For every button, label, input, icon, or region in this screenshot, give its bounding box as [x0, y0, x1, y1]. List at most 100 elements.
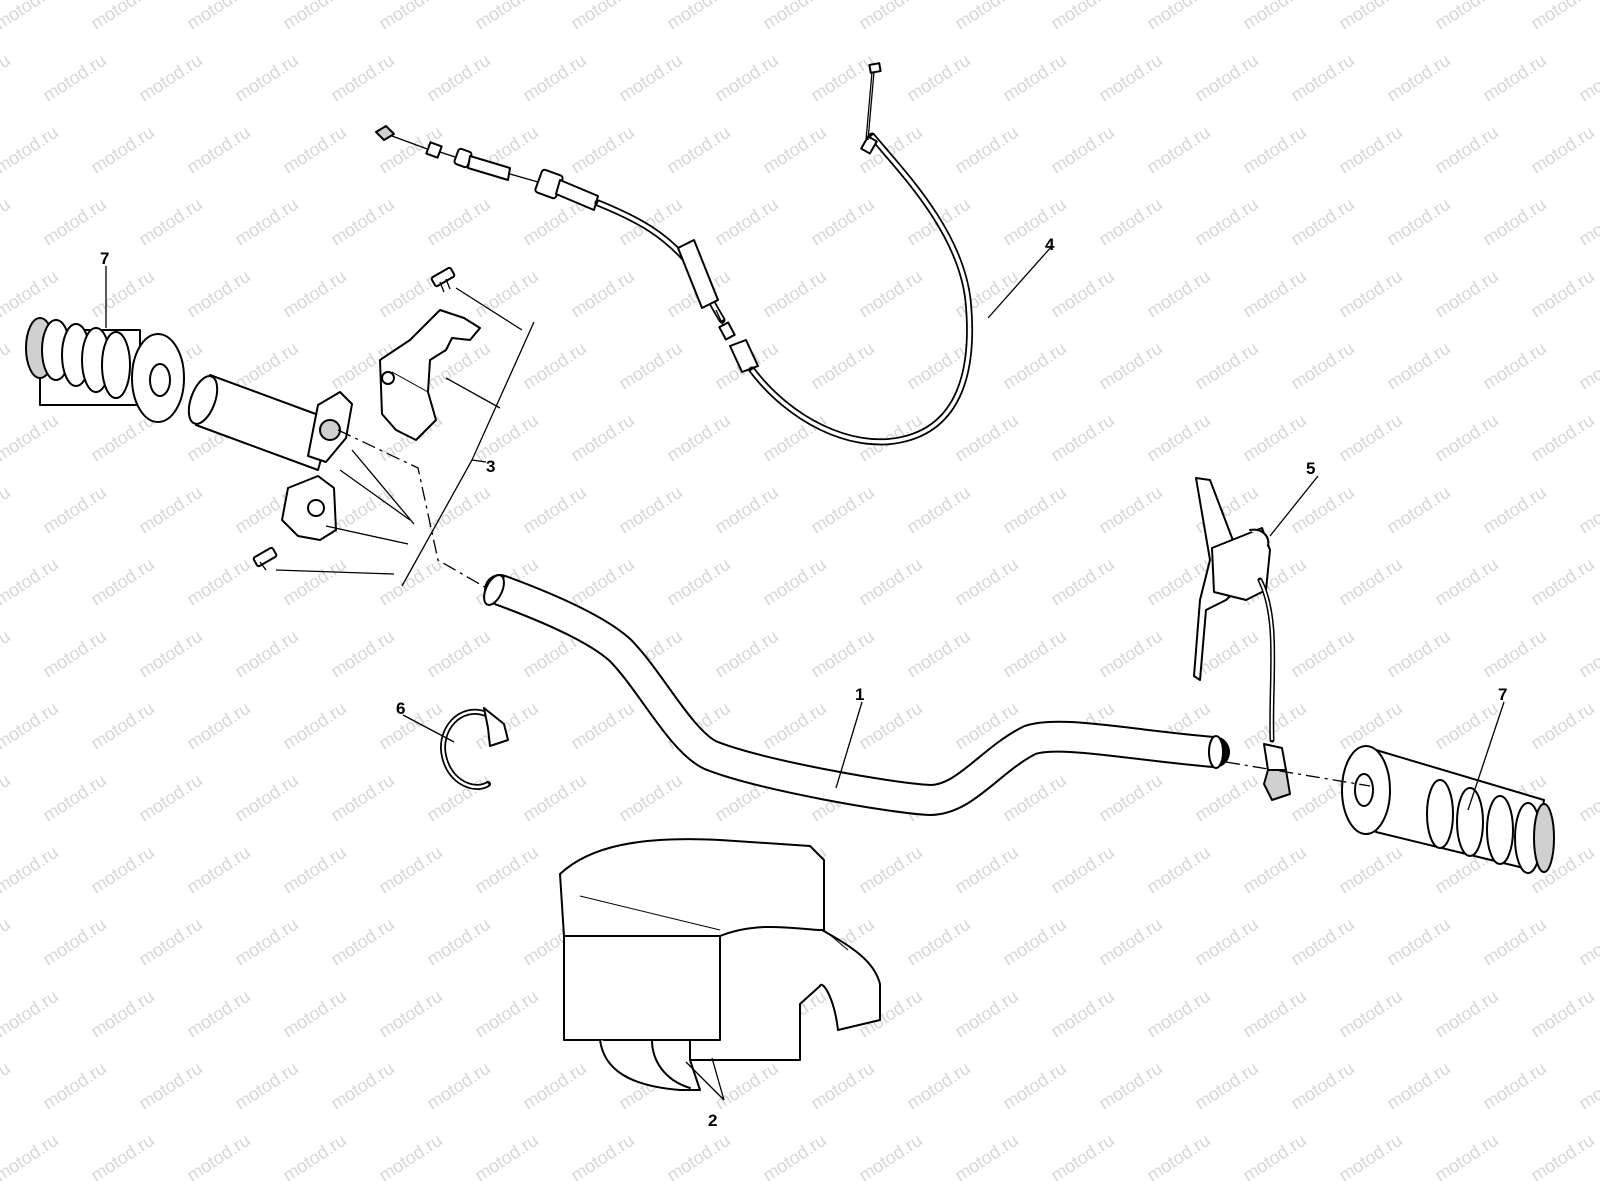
watermark-text: motod.ru — [1239, 986, 1309, 1041]
watermark-text: motod.ru — [807, 1058, 877, 1113]
watermark-text: motod.ru — [279, 698, 349, 753]
watermark-text: motod.ru — [1047, 266, 1117, 321]
watermark-text: motod.ru — [231, 194, 301, 249]
throttle-housing-assembly — [252, 266, 535, 591]
watermark-text: motod.ru — [903, 914, 973, 969]
cable-clip — [440, 707, 509, 790]
watermark-text: motod.ru — [807, 482, 877, 537]
watermark-text: motod.ru — [1431, 986, 1501, 1041]
watermark-text: motod.ru — [279, 122, 349, 177]
watermark-text: motod.ru — [1047, 986, 1117, 1041]
watermark-text: motod.ru — [663, 122, 733, 177]
watermark-text: motod.ru — [999, 338, 1069, 393]
watermark-text: motod.ru — [711, 194, 781, 249]
watermark-text: motod.ru — [231, 1058, 301, 1113]
watermark-text: motod.ru — [1287, 914, 1357, 969]
watermark-text: motod.ru — [759, 266, 829, 321]
watermark-text: motod.ru — [951, 986, 1021, 1041]
watermark-text: motod.ru — [951, 0, 1021, 33]
watermark-text: motod.ru — [1095, 1058, 1165, 1113]
callout-3: 3 — [486, 457, 495, 476]
watermark-text: motod.ru — [0, 1130, 62, 1185]
watermark-text: motod.ru — [135, 914, 205, 969]
watermark-text: motod.ru — [1575, 194, 1600, 249]
watermark-text: motod.ru — [183, 842, 253, 897]
watermark-text: motod.ru — [1335, 0, 1405, 33]
watermark-text: motod.ru — [375, 554, 445, 609]
right-handlebar-grip — [1225, 745, 1555, 874]
watermark-text: motod.ru — [615, 194, 685, 249]
watermark-text: motod.ru — [471, 1130, 541, 1185]
watermark-text: motod.ru — [279, 554, 349, 609]
watermark-text: motod.ru — [759, 0, 829, 33]
watermark-text: motod.ru — [87, 842, 157, 897]
watermark-text: motod.ru — [1239, 1130, 1309, 1185]
watermark-text: motod.ru — [231, 338, 301, 393]
watermark-text: motod.ru — [375, 0, 445, 33]
watermark-text: motod.ru — [423, 50, 493, 105]
watermark-text: motod.ru — [1047, 0, 1117, 33]
watermark-text: motod.ru — [0, 194, 14, 249]
watermark-text: motod.ru — [1095, 194, 1165, 249]
callout-6: 6 — [396, 699, 405, 718]
watermark-text: motod.ru — [327, 770, 397, 825]
watermark-text: motod.ru — [375, 698, 445, 753]
watermark-text: motod.ru — [1479, 1058, 1549, 1113]
watermark-text: motod.ru — [87, 1130, 157, 1185]
watermark-text: motod.ru — [855, 1130, 925, 1185]
watermark-text: motod.ru — [1335, 986, 1405, 1041]
watermark-text: motod.ru — [0, 122, 62, 177]
watermark-text: motod.ru — [279, 266, 349, 321]
watermark-text: motod.ru — [327, 1058, 397, 1113]
watermark-text: motod.ru — [279, 0, 349, 33]
watermark-text: motod.ru — [1383, 338, 1453, 393]
watermark-text: motod.ru — [615, 482, 685, 537]
watermark-text: motod.ru — [1575, 482, 1600, 537]
watermark-text: motod.ru — [567, 1130, 637, 1185]
watermark-text: motod.ru — [1575, 1058, 1600, 1113]
callout-5: 5 — [1306, 459, 1315, 478]
watermark-text: motod.ru — [1383, 914, 1453, 969]
watermark-text: motod.ru — [1143, 0, 1213, 33]
watermark-text: motod.ru — [471, 698, 541, 753]
watermark-text: motod.ru — [855, 698, 925, 753]
watermark-text: motod.ru — [999, 770, 1069, 825]
watermark-text: motod.ru — [855, 842, 925, 897]
watermark-text: motod.ru — [375, 986, 445, 1041]
lower-screw-icon — [252, 546, 278, 571]
watermark-text: motod.ru — [759, 554, 829, 609]
watermark-text: motod.ru — [567, 0, 637, 33]
watermark-text: motod.ru — [1479, 482, 1549, 537]
watermark-text: motod.ru — [375, 842, 445, 897]
watermark-text: motod.ru — [1383, 1058, 1453, 1113]
watermark-text: motod.ru — [135, 770, 205, 825]
callout-7-left: 7 — [100, 249, 109, 268]
watermark-text: motod.ru — [711, 1058, 781, 1113]
watermark-text: motod.ru — [951, 554, 1021, 609]
watermark-text: motod.ru — [87, 554, 157, 609]
watermark-text: motod.ru — [1431, 698, 1501, 753]
watermark-text: motod.ru — [951, 410, 1021, 465]
watermark-text: motod.ru — [855, 266, 925, 321]
watermark-text: motod.ru — [471, 986, 541, 1041]
watermark-text: motod.ru — [135, 626, 205, 681]
watermark-text: motod.ru — [1575, 626, 1600, 681]
watermark-text: motod.ru — [1431, 122, 1501, 177]
watermark-text: motod.ru — [0, 842, 62, 897]
watermark-text: motod.ru — [1383, 194, 1453, 249]
watermark-text: motod.ru — [807, 194, 877, 249]
watermark-text: motod.ru — [39, 1058, 109, 1113]
watermark-text: motod.ru — [1527, 410, 1597, 465]
watermark-text: motod.ru — [279, 842, 349, 897]
watermark-text: motod.ru — [183, 554, 253, 609]
watermark-text: motod.ru — [183, 986, 253, 1041]
watermark-text: motod.ru — [999, 50, 1069, 105]
watermark-text: motod.ru — [1047, 554, 1117, 609]
watermark-text: motod.ru — [0, 482, 14, 537]
watermark-text: motod.ru — [87, 122, 157, 177]
watermark-text: motod.ru — [39, 50, 109, 105]
watermark-text: motod.ru — [183, 0, 253, 33]
watermark-text: motod.ru — [1431, 1130, 1501, 1185]
watermark-text: motod.ru — [855, 554, 925, 609]
handlebar-pad — [559, 838, 881, 1091]
